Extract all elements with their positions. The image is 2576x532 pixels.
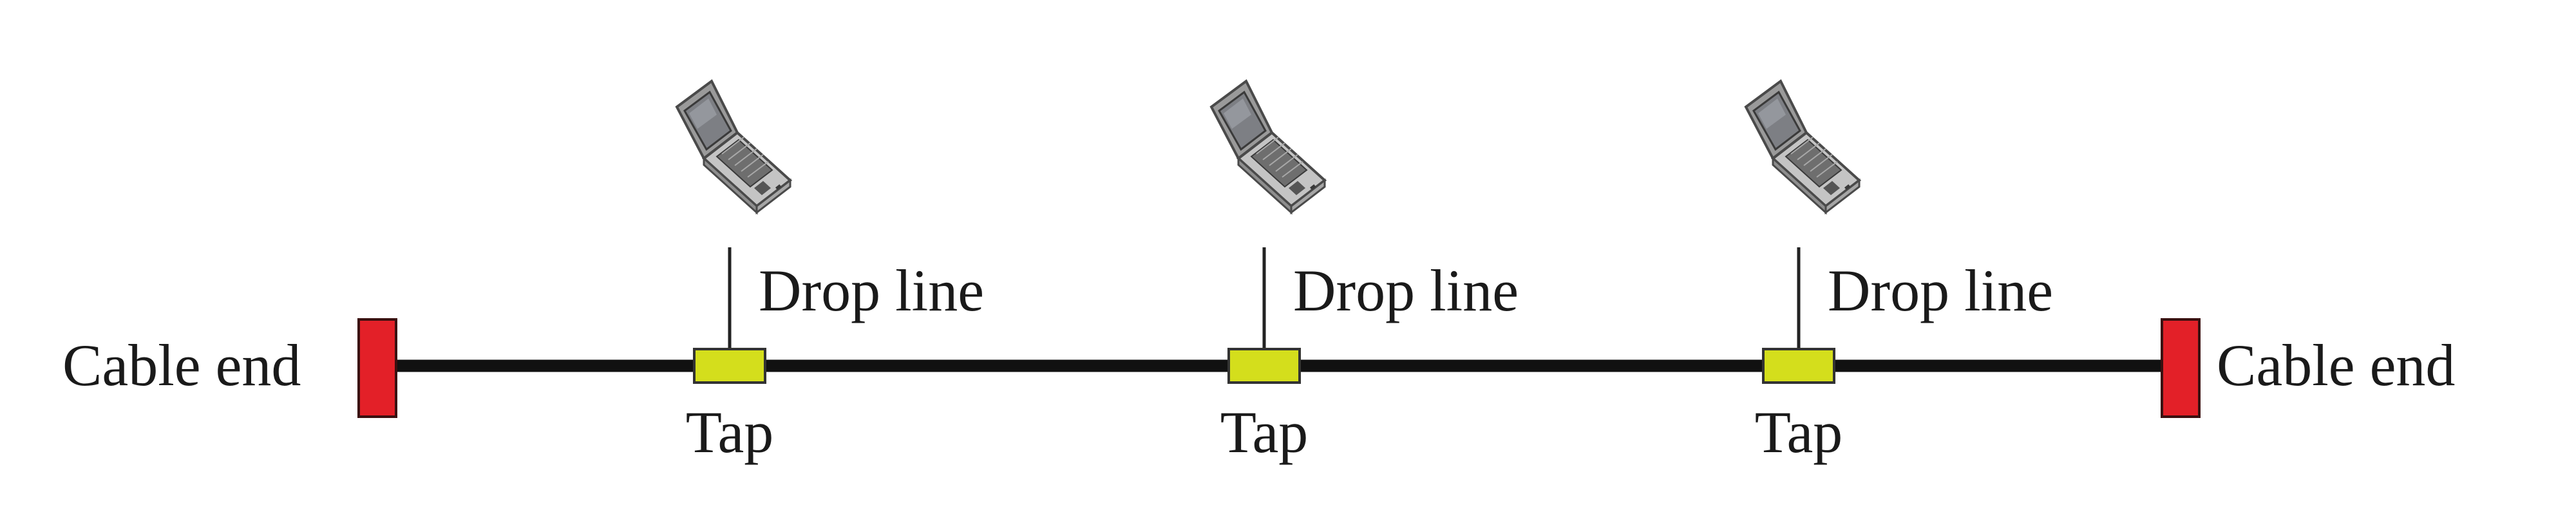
tap-connector-3 bbox=[1763, 349, 1834, 383]
cable-terminator-left bbox=[359, 319, 396, 417]
station-2 bbox=[1211, 81, 1325, 383]
tap-connector-1 bbox=[694, 349, 765, 383]
tap-label-1: Tap bbox=[686, 399, 774, 465]
cable-end-right-label: Cable end bbox=[2217, 332, 2455, 398]
station-3 bbox=[1746, 81, 1859, 383]
tap-connector-2 bbox=[1229, 349, 1300, 383]
tap-label-2: Tap bbox=[1220, 399, 1309, 465]
drop-line-label-2: Drop line bbox=[1293, 258, 1519, 323]
drop-line-label-3: Drop line bbox=[1828, 258, 2053, 323]
cable-end-left-label: Cable end bbox=[62, 332, 301, 398]
laptop-icon bbox=[677, 81, 790, 213]
laptop-icon bbox=[1746, 81, 1859, 213]
cable-terminator-right bbox=[2162, 319, 2199, 417]
drop-line-label-1: Drop line bbox=[759, 258, 984, 323]
tap-label-3: Tap bbox=[1755, 399, 1843, 465]
station-1 bbox=[677, 81, 790, 383]
laptop-icon bbox=[1211, 81, 1325, 213]
